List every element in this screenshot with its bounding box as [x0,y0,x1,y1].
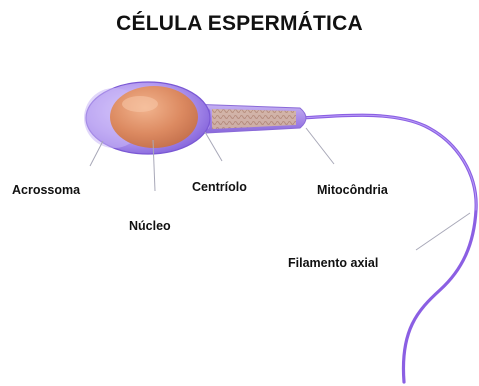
leader-acrosome [90,141,103,166]
label-centriole: Centríolo [192,180,247,194]
leader-axial-filament [416,213,470,250]
page-title: CÉLULA ESPERMÁTICA [0,12,479,36]
nucleus-highlight [122,96,158,112]
nucleus [110,86,198,148]
label-axial-filament: Filamento axial [288,256,378,270]
tail-flagellum [300,115,476,382]
label-mitochondria: Mitocôndria [317,183,388,197]
leader-centriole [205,132,222,161]
label-acrosome: Acrossoma [12,183,80,197]
label-nucleus: Núcleo [129,219,171,233]
leader-mitochondria [306,128,334,164]
